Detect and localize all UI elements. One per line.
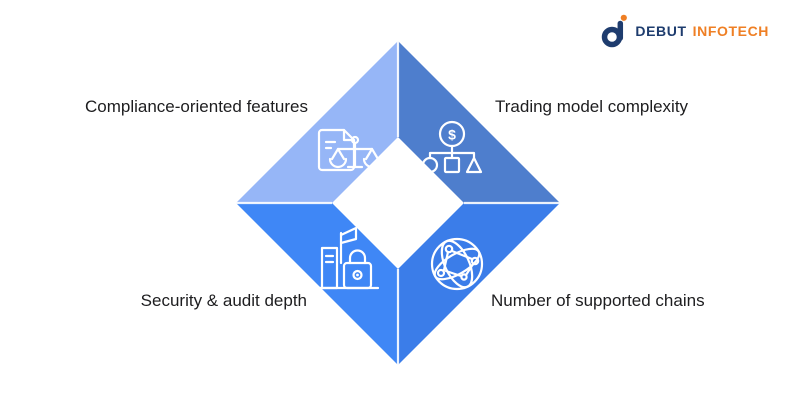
- document-scales-icon: [317, 128, 382, 172]
- segment-top-left: [236, 41, 398, 203]
- debut-infotech-logo: DEBUT INFOTECH: [601, 13, 769, 49]
- dollar-glyph: $: [448, 127, 456, 143]
- segment-seams: [236, 41, 560, 365]
- segment-label-top-right: Trading model complexity: [495, 97, 689, 116]
- logo-text: DEBUT INFOTECH: [635, 23, 769, 39]
- logo-text-primary: DEBUT: [635, 23, 687, 39]
- dollar-hierarchy-icon: $: [421, 120, 483, 174]
- segment-label-bottom-left: Security & audit depth: [140, 291, 307, 310]
- debut-infotech-logo-icon: [602, 14, 628, 48]
- segment-bottom-right: [398, 203, 560, 365]
- segment-bottom-left: [236, 203, 398, 365]
- segment-label-bottom-right: Number of supported chains: [491, 291, 705, 310]
- building-lock-icon: [314, 226, 380, 290]
- logo-text-secondary: INFOTECH: [692, 23, 769, 39]
- segment-top-right: [398, 41, 560, 203]
- segment-label-top-left: Compliance-oriented features: [84, 97, 308, 116]
- globe-network-icon: [430, 237, 484, 291]
